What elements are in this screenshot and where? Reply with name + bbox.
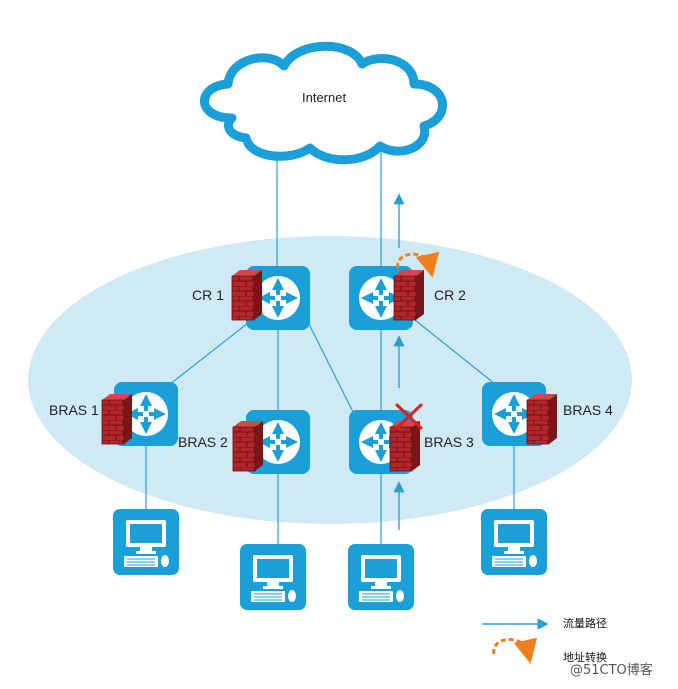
firewall-bras3-icon (389, 420, 421, 472)
link-cr1-bras3 (304, 315, 356, 417)
bras3-label: BRAS 3 (424, 434, 474, 450)
firewall-bras2-icon (232, 420, 264, 472)
watermark: @51CTO博客 (570, 663, 653, 678)
firewall-cr2-icon (393, 269, 425, 321)
red-x-icon (395, 403, 423, 430)
legend-address-translation-label: 地址转换 (563, 651, 607, 664)
nat-arc-icon (396, 251, 440, 278)
link-cr1-bras1 (159, 311, 263, 393)
computer-bras1-icon[interactable] (112, 508, 180, 576)
legend-traffic-path-label: 流量路径 (563, 617, 607, 630)
legend (482, 618, 549, 664)
computer-bras2-icon[interactable] (239, 543, 307, 611)
computer-bras3-icon[interactable] (347, 543, 415, 611)
legend-nat-arc-icon (492, 637, 538, 664)
cr2-label: CR 2 (434, 287, 466, 303)
firewall-bras1-icon (101, 393, 133, 445)
bras4-label: BRAS 4 (563, 402, 613, 418)
connection-lines (145, 145, 515, 544)
firewall-cr1-icon (231, 269, 263, 321)
cloud-icon (200, 41, 447, 165)
cr1-label: CR 1 (192, 287, 224, 303)
internet-label: Internet (302, 90, 347, 105)
network-region (28, 236, 632, 524)
bras2-label: BRAS 2 (178, 434, 228, 450)
bras1-label: BRAS 1 (49, 402, 99, 418)
firewall-bras4-icon (526, 393, 558, 445)
computer-bras4-icon[interactable] (480, 508, 548, 576)
link-cr2-bras4 (409, 315, 501, 389)
